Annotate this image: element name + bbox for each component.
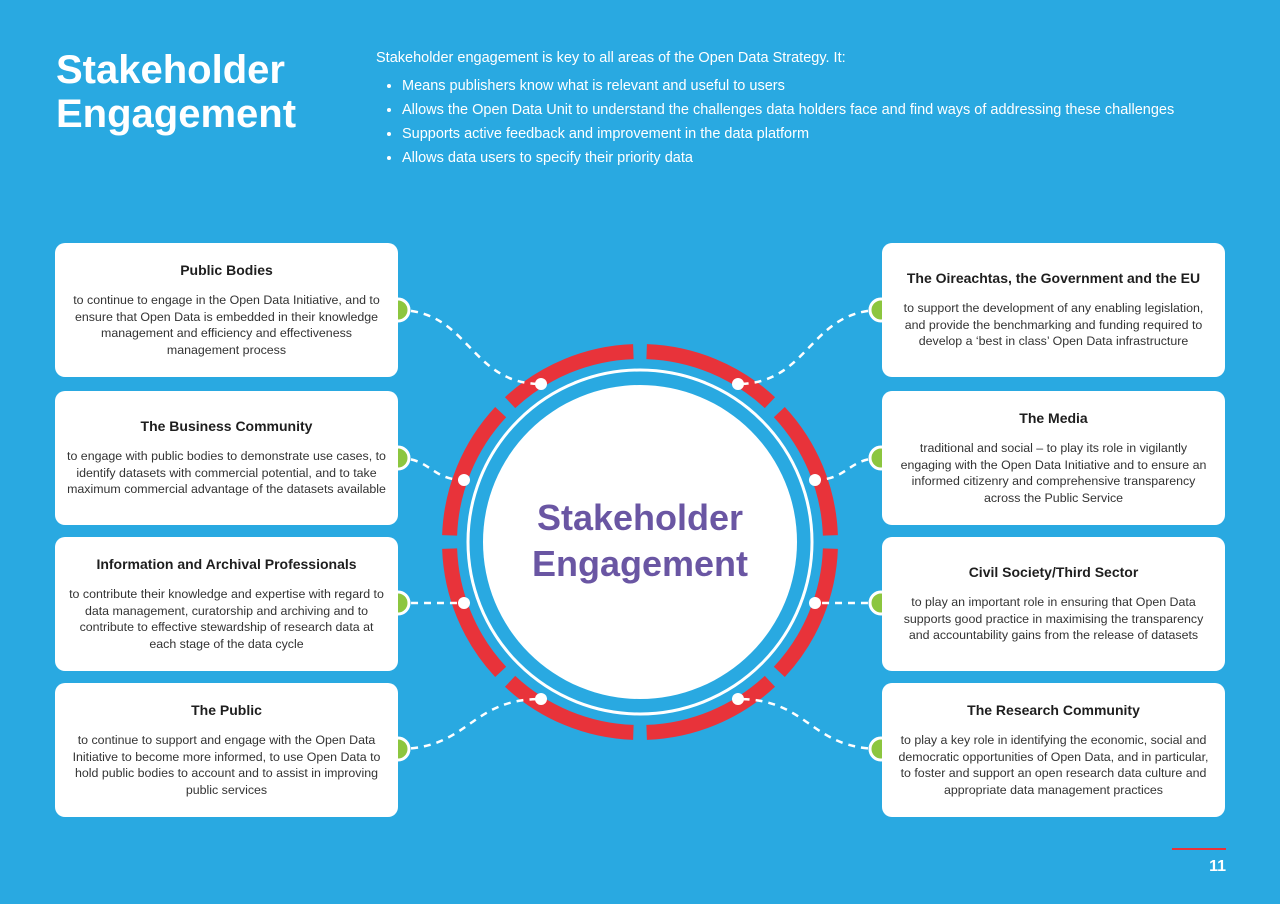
intro-lead: Stakeholder engagement is key to all are… xyxy=(376,50,846,66)
ring-segment xyxy=(646,675,776,740)
card-civil-society: Civil Society/Third Sector to play an im… xyxy=(882,537,1225,671)
intro-bullet: Means publishers know what is relevant a… xyxy=(402,78,1256,94)
ring-segment xyxy=(504,344,634,409)
card-text: to continue to engage in the Open Data I… xyxy=(73,293,380,357)
card-information-archival-professionals: Information and Archival Professionals t… xyxy=(55,537,398,671)
page-number: 11 xyxy=(1172,848,1226,876)
page-title-line2: Engagement xyxy=(56,92,297,136)
card-title: The Public xyxy=(191,702,262,718)
connector-ring-dot xyxy=(809,474,821,486)
ring-segment xyxy=(646,344,776,409)
connector-line xyxy=(397,456,465,482)
center-label-line1: Stakeholder xyxy=(536,497,744,538)
ring-segment xyxy=(504,675,634,740)
connector-line xyxy=(737,697,882,751)
connector-ring-dot xyxy=(458,597,470,609)
center-label-line2: Engagement xyxy=(531,543,749,584)
card-public-bodies: Public Bodies to continue to engage in t… xyxy=(55,243,398,377)
connector-ring-dot xyxy=(809,597,821,609)
connector-ring-dot xyxy=(732,378,744,390)
connector-ring-dot xyxy=(535,378,547,390)
card-title: The Research Community xyxy=(967,702,1140,718)
connector-ring-dot xyxy=(732,693,744,705)
intro-bullet: Supports active feedback and improvement… xyxy=(402,126,1256,142)
page-title-line1: Stakeholder xyxy=(56,48,285,92)
intro-bullet-list: Means publishers know what is relevant a… xyxy=(376,78,1256,166)
center-label: Stakeholder Engagement xyxy=(490,495,790,587)
card-text: to continue to support and engage with t… xyxy=(72,733,381,797)
connector-ring-dot xyxy=(458,474,470,486)
card-title: Civil Society/Third Sector xyxy=(968,564,1139,581)
card-title: The Oireachtas, the Government and the E… xyxy=(906,270,1201,287)
card-title: Information and Archival Professionals xyxy=(96,556,357,572)
card-title: The Business Community xyxy=(140,418,313,435)
connector-line xyxy=(397,308,542,386)
card-text: traditional and social – to play its rol… xyxy=(900,441,1207,505)
connector-ring-dot xyxy=(535,693,547,705)
card-business-community: The Business Community to engage with pu… xyxy=(55,391,398,525)
card-text: to engage with public bodies to demonstr… xyxy=(67,449,386,497)
intro-bullet: Allows data users to specify their prior… xyxy=(402,150,1256,166)
card-title: The Media xyxy=(1019,410,1088,426)
card-text: to play a key role in identifying the ec… xyxy=(898,733,1209,797)
page-title: Stakeholder Engagement xyxy=(56,48,356,136)
card-text: to contribute their knowledge and expert… xyxy=(69,587,384,651)
card-research-community: The Research Community to play a key rol… xyxy=(882,683,1225,817)
card-text: to play an important role in ensuring th… xyxy=(903,595,1204,643)
card-the-public: The Public to continue to support and en… xyxy=(55,683,398,817)
card-oireachtas-government-eu: The Oireachtas, the Government and the E… xyxy=(882,243,1225,377)
card-the-media: The Media traditional and social – to pl… xyxy=(882,391,1225,525)
card-text: to support the development of any enabli… xyxy=(903,301,1204,349)
intro-section: Stakeholder engagement is key to all are… xyxy=(376,50,1256,174)
connector-line xyxy=(737,308,882,386)
card-title: Public Bodies xyxy=(180,262,273,278)
connector-line xyxy=(397,697,542,751)
connector-line xyxy=(814,456,882,482)
intro-bullet: Allows the Open Data Unit to understand … xyxy=(402,102,1256,118)
